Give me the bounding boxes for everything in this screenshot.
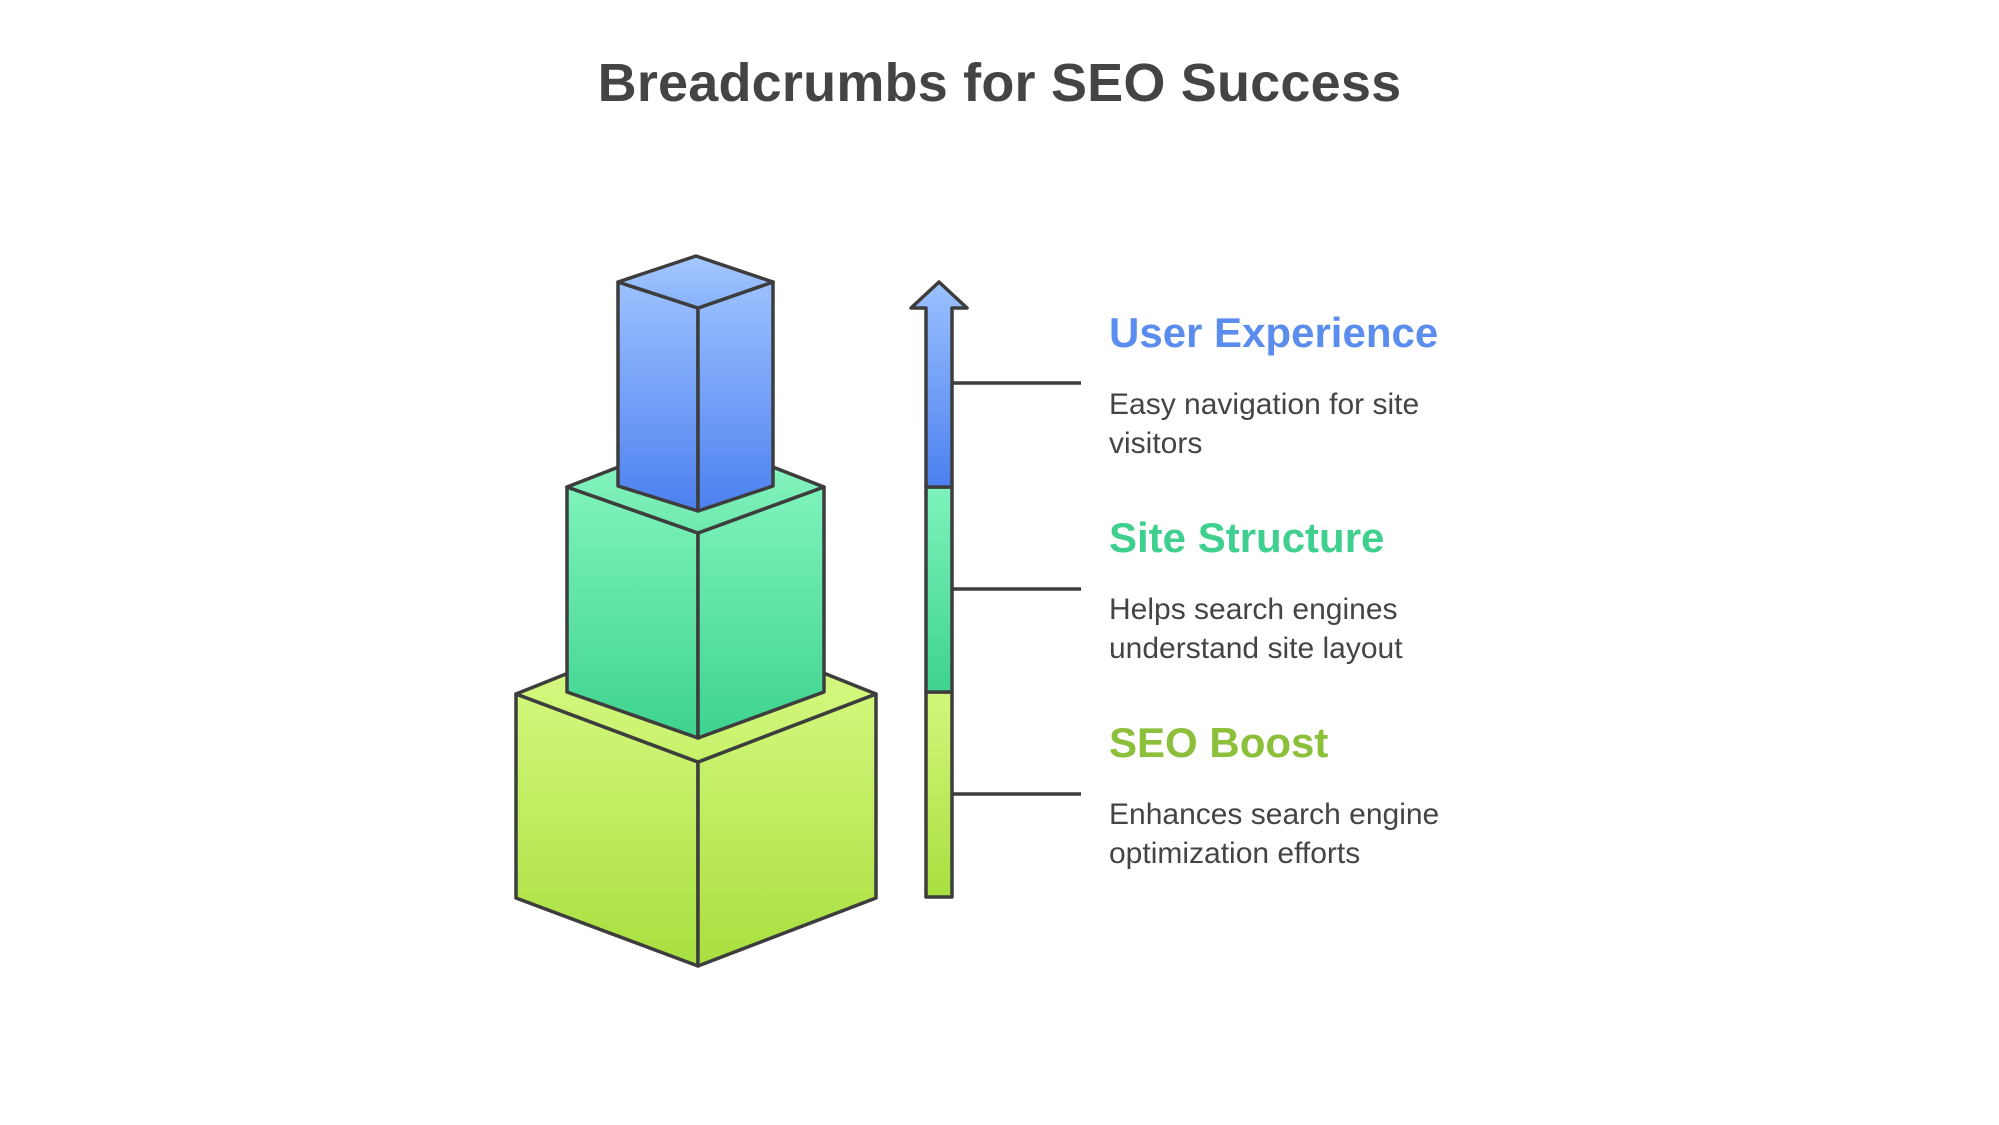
description-seo-boost: Enhances search engine optimization effo…: [1109, 798, 1448, 870]
progress-arrow: [909, 280, 969, 899]
description-site-structure-line-1: Helps search engines: [1109, 593, 1398, 626]
description-user-experience-line-2: visitors: [1109, 427, 1202, 460]
arrow-segment-lime: [924, 690, 954, 899]
level-user-experience: User Experience Easy navigation for site…: [1109, 309, 1438, 460]
heading-seo-boost: SEO Boost: [1109, 719, 1328, 766]
diagram-title: Breadcrumbs for SEO Success: [597, 53, 1402, 113]
arrow-segment-green: [924, 485, 954, 694]
block-user-experience-left-face: [616, 280, 700, 513]
level-seo-boost: SEO Boost Enhances search engine optimiz…: [1109, 719, 1448, 870]
block-user-experience-right-face: [696, 280, 775, 513]
heading-user-experience: User Experience: [1109, 309, 1438, 356]
block-user-experience: [616, 254, 775, 513]
level-site-structure: Site Structure Helps search engines unde…: [1109, 514, 1406, 665]
description-user-experience-line-1: Easy navigation for site: [1109, 388, 1419, 421]
description-user-experience: Easy navigation for site visitors: [1109, 388, 1428, 460]
description-site-structure: Helps search engines understand site lay…: [1109, 593, 1406, 665]
block-user-experience-top-face: [616, 254, 775, 310]
heading-site-structure: Site Structure: [1109, 514, 1384, 561]
block-site-structure: [565, 435, 826, 740]
description-seo-boost-line-2: optimization efforts: [1109, 837, 1360, 870]
description-site-structure-line-2: understand site layout: [1109, 632, 1403, 665]
arrow-head-segment-blue: [909, 280, 969, 489]
description-seo-boost-line-1: Enhances search engine: [1109, 798, 1439, 831]
